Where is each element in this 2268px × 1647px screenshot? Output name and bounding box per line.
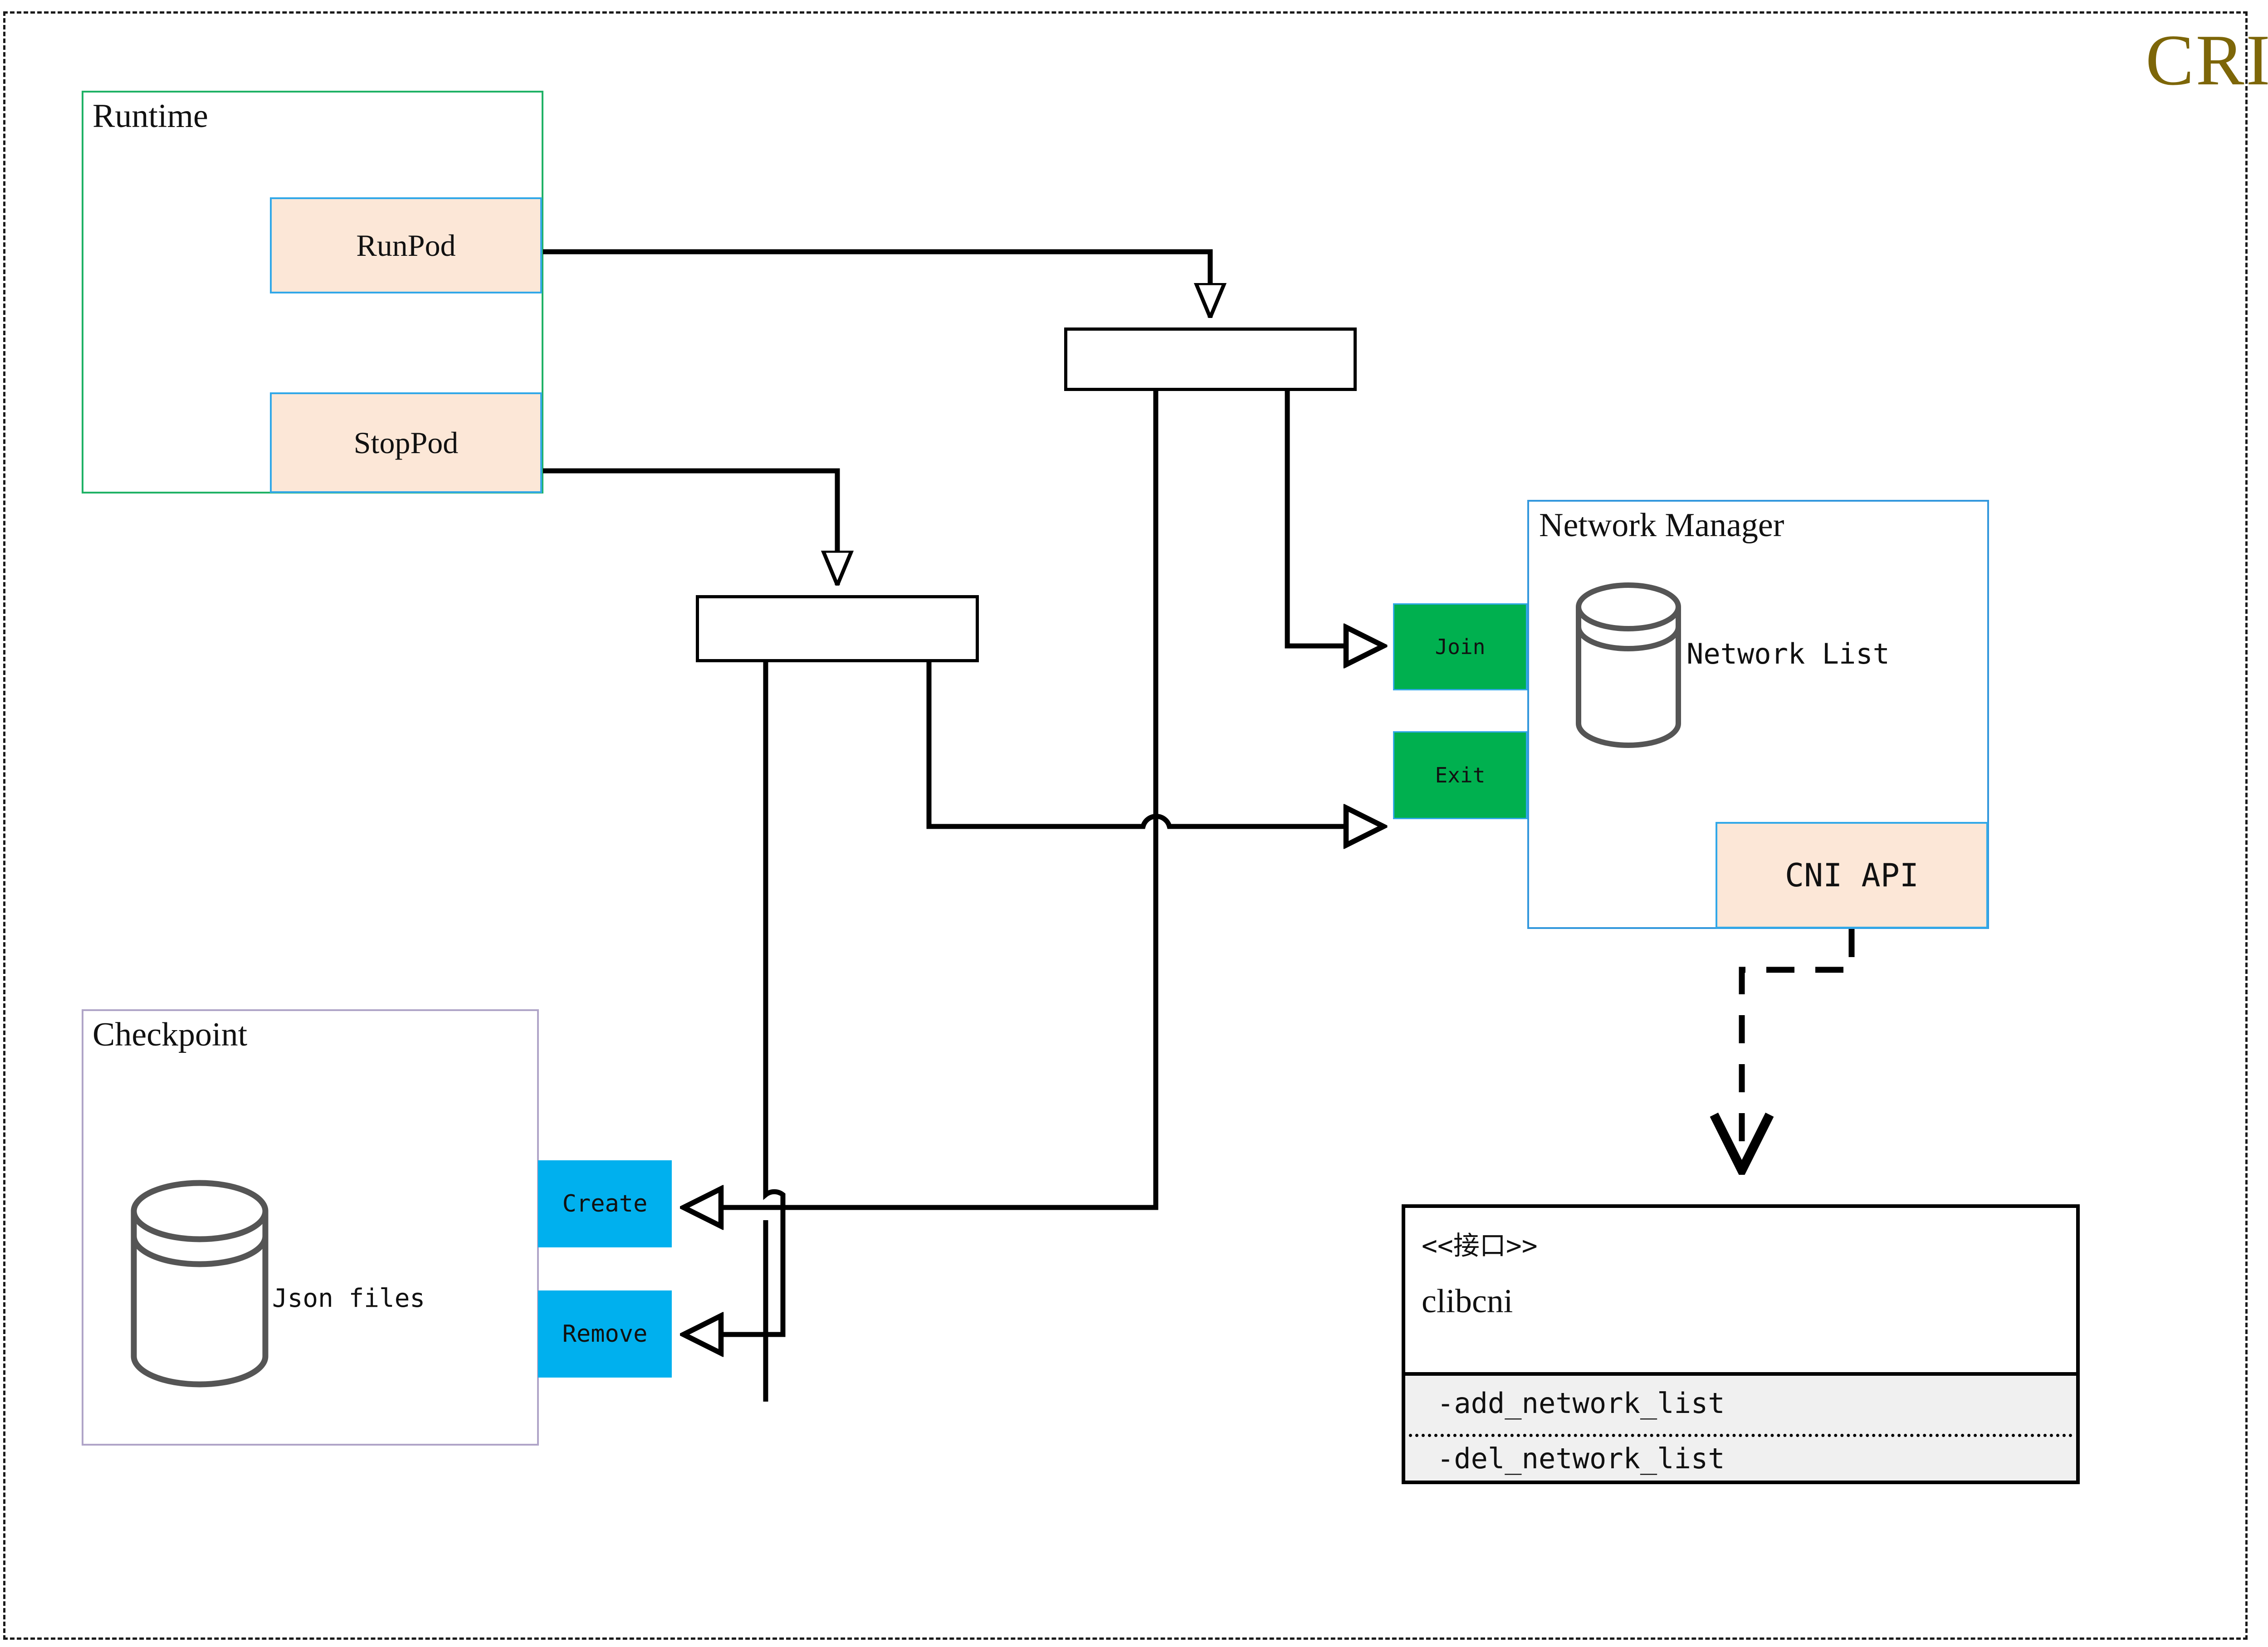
node-cni-api[interactable]: CNI API	[1716, 822, 1988, 929]
fork-bar-runpod	[1064, 327, 1357, 391]
node-stoppod-label: StopPod	[353, 425, 459, 460]
node-remove[interactable]: Remove	[538, 1290, 672, 1378]
node-runpod-label: RunPod	[356, 228, 456, 263]
json-files-label: Json files	[272, 1284, 425, 1313]
page-title: CRI	[2146, 20, 2268, 100]
interface-operations-divider	[1409, 1434, 2072, 1437]
group-network-manager-title: Network Manager	[1539, 507, 1784, 544]
group-runtime-title: Runtime	[93, 98, 208, 135]
interface-operation-del: -del_network_list	[1437, 1442, 1725, 1475]
interface-name: clibcni	[1422, 1283, 1513, 1320]
node-runpod[interactable]: RunPod	[270, 197, 542, 293]
network-list-label: Network List	[1686, 637, 1890, 670]
node-cni-api-label: CNI API	[1784, 856, 1919, 894]
node-join-label: Join	[1435, 635, 1486, 659]
node-create[interactable]: Create	[538, 1160, 672, 1247]
node-join[interactable]: Join	[1393, 603, 1527, 690]
node-exit-label: Exit	[1435, 763, 1486, 787]
interface-operation-add: -add_network_list	[1437, 1387, 1725, 1420]
node-exit[interactable]: Exit	[1393, 731, 1527, 819]
group-checkpoint-title: Checkpoint	[93, 1016, 248, 1053]
node-remove-label: Remove	[562, 1320, 648, 1348]
group-checkpoint: Checkpoint	[82, 1009, 539, 1446]
interface-stereotype: <<接口>>	[1422, 1230, 1538, 1261]
node-create-label: Create	[562, 1190, 648, 1217]
node-stoppod[interactable]: StopPod	[270, 392, 542, 493]
outer-dashed-frame	[3, 11, 2248, 1640]
interface-header: <<接口>> clibcni	[1405, 1208, 2076, 1334]
interface-clibcni[interactable]: <<接口>> clibcni -add_network_list -del_ne…	[1402, 1204, 2080, 1484]
fork-bar-stoppod	[696, 595, 979, 662]
interface-operations: -add_network_list -del_network_list	[1405, 1372, 2076, 1481]
